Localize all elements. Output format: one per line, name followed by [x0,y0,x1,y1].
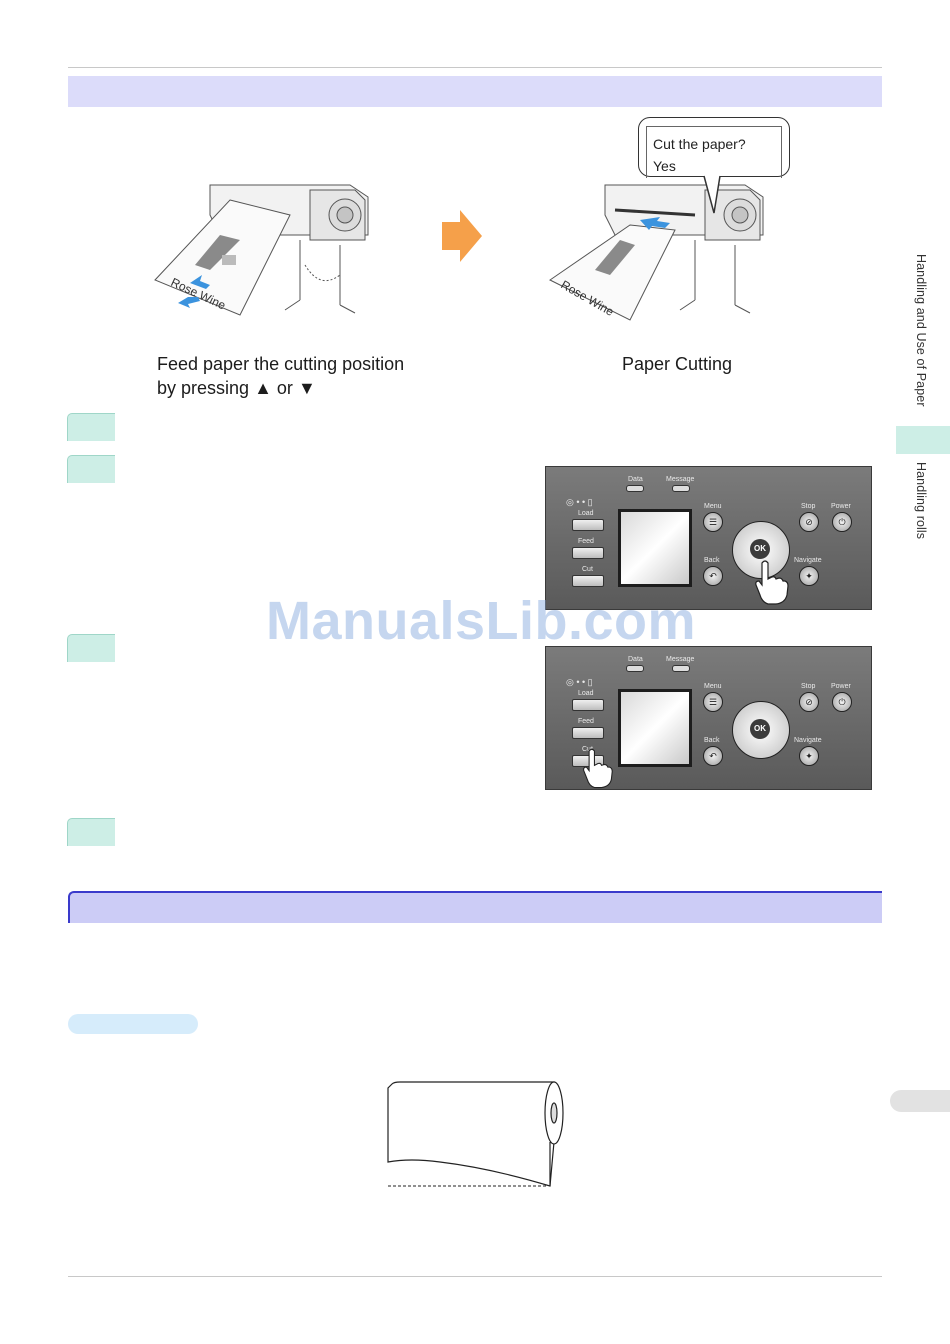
stop-button[interactable]: ⊘ [799,512,819,532]
cut-label-2: Cut [582,746,593,753]
speech-line-1: Cut the paper? [653,136,746,152]
down-arrow-icon: ▼ [297,378,316,398]
stop-button-2[interactable]: ⊘ [799,692,819,712]
menu-button[interactable]: ☰ [703,512,723,532]
load-label-2: Load [578,690,594,697]
stop-label: Stop [801,503,816,510]
navigate-label-2: Navigate [794,737,822,744]
power-label-2: Power [831,683,851,690]
back-label: Back [704,557,720,564]
roll-icons-2: ◎ • • ▯ [566,677,593,687]
data-label: Data [628,476,643,483]
chapter-side-tab[interactable]: Handling and Use of Paper [914,254,928,407]
step-marker-2 [67,455,115,483]
ok-button[interactable]: OK [750,539,770,559]
left-caption-prefix: by pressing [157,378,250,398]
top-rule [68,67,882,68]
control-panel-cut: Data Message ◎ • • ▯ Load Feed Cut Menu … [545,646,872,790]
step-marker-3 [67,634,115,662]
data-lamp-2 [626,665,644,672]
speech-line-2: Yes [653,158,676,174]
back-button[interactable]: ↶ [703,566,723,586]
stop-label-2: Stop [801,683,816,690]
message-label: Message [666,476,695,483]
section-side-tab[interactable]: Handling rolls [914,462,928,540]
pointing-hand-icon [755,560,789,605]
feed-button[interactable] [572,547,604,559]
section-header-bar [68,76,882,107]
back-button-2[interactable]: ↶ [703,746,723,766]
step-marker-4 [67,818,115,846]
feed-label: Feed [578,538,594,545]
page-number-tab [890,1090,950,1112]
power-button[interactable]: ⏻ [832,512,852,532]
navigate-button[interactable]: ✦ [799,566,819,586]
load-label: Load [578,510,594,517]
navigate-label: Navigate [794,557,822,564]
menu-label: Menu [704,503,722,510]
left-caption-or: or [276,378,293,398]
printer-feed-illustration: Rose Wine [154,184,369,316]
bottom-rule [68,1276,882,1277]
speech-bubble-tail [703,175,721,214]
display-screen-2 [618,689,692,767]
left-caption-line1: Feed paper the cutting position [157,354,405,374]
data-lamp [626,485,644,492]
step-marker-1 [67,413,115,441]
ok-button-2[interactable]: OK [750,719,770,739]
feed-label-2: Feed [578,718,594,725]
left-caption: Feed paper the cutting position by press… [157,352,457,400]
menu-button-2[interactable]: ☰ [703,692,723,712]
roll-icons: ◎ • • ▯ [566,497,593,507]
data-label-2: Data [628,656,643,663]
up-arrow-icon: ▲ [254,378,272,398]
next-step-arrow-icon [442,210,482,262]
printer-cut-illustration: Rose Wine [549,184,764,321]
power-button-2[interactable]: ⏻ [832,692,852,712]
navigate-button-2[interactable]: ✦ [799,746,819,766]
message-label-2: Message [666,656,695,663]
back-label-2: Back [704,737,720,744]
power-label: Power [831,503,851,510]
subsection-pill [68,1014,198,1034]
message-lamp-2 [672,665,690,672]
paper-roll-illustration [387,1081,564,1187]
left-caption-line2: by pressing ▲ or ▼ [157,376,457,400]
display-screen [618,509,692,587]
message-lamp [672,485,690,492]
pointing-hand-icon-2 [583,748,613,789]
load-button-2[interactable] [572,699,604,711]
side-tab-highlight [896,426,950,454]
control-panel-ok: Data Message ◎ • • ▯ Load Feed Cut Menu … [545,466,872,610]
cut-label: Cut [582,566,593,573]
watermark: ManualsLib.com [266,591,697,651]
menu-label-2: Menu [704,683,722,690]
cut-button[interactable] [572,575,604,587]
display-speech-bubble: Cut the paper? Yes [638,117,790,178]
section-header-bar-2 [68,891,882,923]
right-caption: Paper Cutting [622,354,733,374]
feed-button-2[interactable] [572,727,604,739]
load-button[interactable] [572,519,604,531]
